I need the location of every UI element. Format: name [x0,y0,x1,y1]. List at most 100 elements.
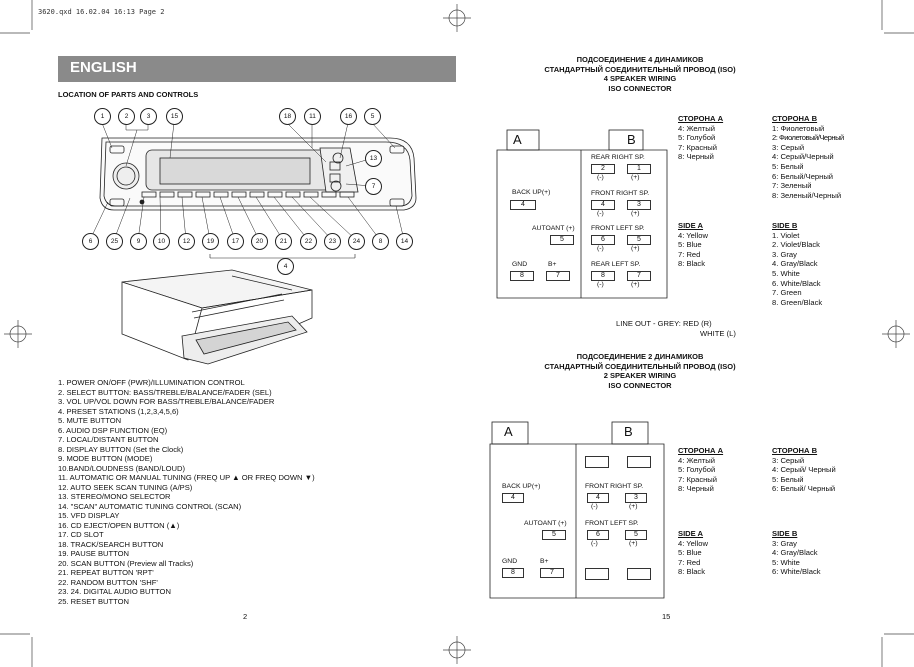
callout: 9 [130,233,147,250]
parts-list-item: 2. SELECT BUTTON: BASS/TREBLE/BALANCE/FA… [58,387,272,397]
column-heading: СТОРОНА А [678,114,724,123]
wiring2-en-side-a: SIDE A 4: Yellow 5: Blue 7: Red 8: Black [678,529,708,577]
column-heading: SIDE B [772,529,798,538]
wire-item: 2. Violet/Black [772,240,820,250]
wire-item: 5: Белый [772,474,804,484]
wire-item: 8: Black [678,567,706,577]
wiring4-ru-side-b: СТОРОНА В 1: Фиолетовый 2: Фиолетовый/Че… [772,114,844,200]
parts-list-item: 17. CD SLOT [58,530,104,539]
wire-item: 4: Gray/Black [772,548,818,558]
callout: 8 [372,233,389,250]
empty-pin-box [627,456,651,468]
bplus-label: B+ [548,261,557,268]
line-out-label: LINE OUT - GREY: RED (R) [616,319,712,328]
rear-left-label: REAR LEFT SP. [591,261,641,268]
wire-item: 8: Черный [678,484,714,494]
pin-box: 7 [627,271,651,281]
wire-item: 4: Желтый [678,455,715,465]
callout: 13 [365,150,382,167]
wire-item: 2: Фиолетовый/Черный [772,133,844,143]
wire-item: 5: Голубой [678,133,716,143]
wiring4-en-side-b: SIDE B 1. Violet 2. Violet/Black 3. Gray… [772,221,822,307]
minus-label: (-) [597,174,604,181]
minus-label: (-) [591,540,598,547]
callout: 16 [340,108,357,125]
wire-item: 4: Желтый [678,123,715,133]
callout: 15 [166,108,183,125]
empty-pin-box [585,456,609,468]
wiring4-title: ПОДСОЕДИНЕНИЕ 4 ДИНАМИКОВ СТАНДАРТНЫЙ СО… [520,55,760,93]
plus-label: (+) [631,174,640,181]
parts-list-item: 19. PAUSE BUTTON [58,549,130,558]
wire-item: 6. White/Black [772,278,821,288]
parts-list-item: 7. LOCAL/DISTANT BUTTON [58,435,159,444]
parts-list-item: 9. MODE BUTTON (MODE) [58,454,153,463]
gnd-label: GND [502,558,518,565]
front-right-label: FRONT RIGHT SP. [591,190,650,197]
column-heading: СТОРОНА А [678,446,724,455]
parts-list-item: 22. RANDOM BUTTON 'SHF' [58,577,158,587]
title-line: 2 SPEAKER WIRING [603,371,677,380]
wire-item: 7: Red [678,249,701,259]
callout: 5 [364,108,381,125]
parts-list-item: 1. POWER ON/OFF (PWR)/ILLUMINATION CONTR… [58,378,245,387]
callout: 24 [348,233,365,250]
callout: 12 [178,233,195,250]
wiring4-ru-side-a: СТОРОНА А 4: Желтый 5: Голубой 7: Красны… [678,114,723,162]
wire-item: 4: Yellow [678,538,708,548]
title-line: СТАНДАРТНЫЙ СОЕДИНИТЕЛЬНЫЙ ПРОВОД (ISO) [544,64,736,74]
pin-box: 7 [546,271,570,281]
bplus-label: B+ [540,558,549,565]
parts-heading: LOCATION OF PARTS AND CONTROLS [58,90,199,99]
pin-box: 4 [591,200,615,210]
radio-chassis-illustration [121,269,313,365]
parts-list-item: 12. AUTO SEEK SCAN TUNING (A/PS) [58,482,193,492]
callout: 22 [300,233,317,250]
wire-item: 7: Зеленый [772,181,812,191]
page-number-left: 2 [243,612,248,621]
front-right-label: FRONT RIGHT SP. [585,483,644,490]
parts-list-item: 11. AUTOMATIC OR MANUAL TUNING (FREQ UP … [58,473,315,482]
wire-item: 8: Black [678,259,706,269]
wire-item: 8: Черный [678,152,714,162]
wire-item: 3: Серый [772,142,805,152]
wiring4-side-b-label: B [627,132,636,147]
callout: 7 [365,178,382,195]
minus-label: (-) [591,503,598,510]
pin-box: 5 [550,235,574,245]
parts-list-item: 4. PRESET STATIONS (1,2,3,4,5,6) [58,406,179,416]
wiring2-side-b-label: B [624,424,633,439]
title-line: ПОДСОЕДИНЕНИЕ 2 ДИНАМИКОВ [576,352,704,361]
callout: 23 [324,233,341,250]
section-title: ENGLISH [70,59,137,76]
wire-item: 3: Серый [772,455,805,465]
wiring2-ru-side-a: СТОРОНА А 4: Желтый 5: Голубой 7: Красны… [678,446,723,494]
wire-item: 4: Yellow [678,230,708,240]
wire-item: 5: Blue [678,548,702,558]
minus-label: (-) [597,210,604,217]
wire-item: 6: Белый/ Черный [772,484,836,494]
front-left-label: FRONT LEFT SP. [585,520,639,527]
callout: 19 [202,233,219,250]
callout: 6 [82,233,99,250]
parts-list-item: 13. STEREO/MONO SELECTOR [58,492,171,501]
wire-item: 5. White [772,268,800,278]
title-line: ISO CONNECTOR [608,380,672,390]
title-line: ПОДСОЕДИНЕНИЕ 4 ДИНАМИКОВ [576,55,704,64]
wire-item: 1. Violet [772,230,800,240]
parts-list-item: 10.BAND/LOUDNESS (BAND/LOUD) [58,463,186,473]
minus-label: (-) [597,245,604,252]
wire-item: 3. Gray [772,249,797,259]
wiring4-side-a-label: A [513,132,522,147]
callout: 17 [227,233,244,250]
pin-box: 8 [502,568,524,578]
pin-box: 6 [591,235,615,245]
callout: 1 [94,108,111,125]
column-heading: SIDE A [678,221,704,230]
back-up-label: BACK UP(+) [502,483,541,490]
wiring2-en-side-b: SIDE B 3: Gray 4: Gray/Black 5: White 6:… [772,529,821,577]
callout: 14 [396,233,413,250]
plus-label: (+) [631,281,640,288]
wire-item: 4: Серый/Черный [772,152,834,162]
